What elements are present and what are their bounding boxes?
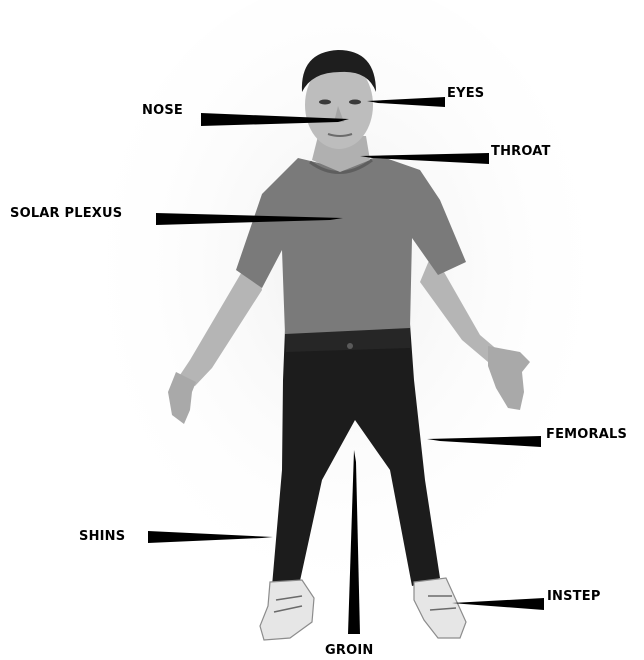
- label-eyes: EYES: [447, 86, 484, 101]
- right-shoe: [414, 578, 466, 638]
- label-groin: GROIN: [325, 643, 373, 658]
- instep-pointer: [452, 598, 544, 610]
- label-solar-plexus: SOLAR PLEXUS: [10, 206, 122, 221]
- label-instep: INSTEP: [547, 589, 601, 604]
- label-throat: THROAT: [491, 144, 551, 159]
- label-femorals: FEMORALS: [546, 427, 627, 442]
- label-nose: NOSE: [142, 103, 183, 118]
- label-shins: SHINS: [79, 529, 125, 544]
